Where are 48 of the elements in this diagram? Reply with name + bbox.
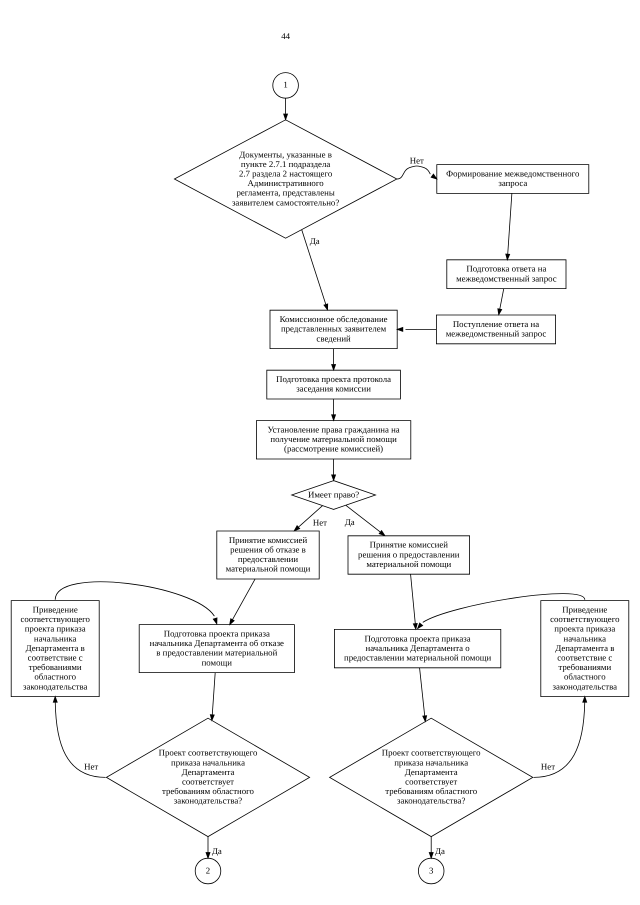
arrow: [54, 581, 218, 624]
arrow: [283, 97, 288, 120]
arrow: [331, 458, 336, 482]
arrow: [331, 348, 336, 371]
arrow: [505, 192, 512, 260]
label: 44: [281, 30, 290, 40]
node-diamond: Имеет право?: [290, 480, 377, 510]
node-diamond: Проект соответствующего приказа начальника Департамента соответствует требованиям областного законодательства?: [106, 717, 310, 837]
arrow: [533, 694, 588, 778]
node-box: Принятие комиссией решения об отказе в предоставлении материальной помощи: [216, 530, 320, 579]
arrow: [210, 672, 216, 722]
arrow: [293, 504, 323, 532]
edge-label: Да: [435, 846, 445, 856]
edge-label: Нет: [410, 155, 424, 166]
arrow: [229, 578, 256, 626]
node-circle: 2: [194, 857, 222, 884]
arrow: [410, 574, 418, 630]
node-box: Подготовка ответа на межведомственный запрос: [446, 258, 566, 288]
arrow: [419, 667, 428, 722]
node-box: Приведение соответствующего проекта приказа начальника Департамента в соответствие с требованиями областного законодательства: [540, 600, 630, 696]
arrow: [301, 228, 328, 310]
edge-label: Да: [344, 516, 355, 526]
edge-label: Нет: [540, 761, 556, 772]
edge-label: Нет: [312, 516, 327, 527]
node-box: Принятие комиссией решения о предоставлении материальной помощи: [348, 534, 470, 574]
arrow: [396, 326, 437, 332]
arrow: [416, 592, 586, 630]
node-box: Приведение соответствующего проекта приказа начальника Департамента в соответствие с требованиями областного законодательства: [10, 600, 100, 696]
node-diamond: Проект соответствующего приказа начальника Департамента соответствует требованиям областного законодательства?: [328, 717, 534, 837]
arrow: [497, 288, 504, 316]
node-box: Подготовка проекта приказа начальника Департамента о предоставлении материальной помощи: [334, 628, 502, 668]
arrow: [205, 836, 211, 859]
node-circle: 3: [418, 857, 444, 884]
node-box: Подготовка проекта приказа начальника Департамента об отказе в предоставлении материальной помощи: [138, 624, 295, 672]
node-box: Комиссионное обследование представленных заявителем сведений: [270, 309, 398, 348]
arrow: [52, 694, 106, 778]
node-box: Формирование межведомственного запроса: [436, 164, 590, 194]
arrow: [428, 836, 434, 859]
node-box: Подготовка проекта протокола заседания комиссии: [266, 369, 401, 399]
arrow: [346, 504, 386, 536]
edge-label: Нет: [84, 760, 98, 771]
node-box: Установление права гражданина на получение материальной помощи (рассмотрение комиссией): [256, 420, 412, 459]
arrow: [331, 398, 336, 422]
node-circle: 1: [272, 72, 299, 98]
edge-label: Да: [212, 846, 222, 856]
arrow: [396, 165, 438, 180]
node-box: Поступление ответа на межведомственный запрос: [436, 314, 556, 344]
node-diamond: Документы, указанные в пункте 2.7.1 подраздела 2.7 раздела 2 настоящего Административного регламента, представлены заявителем самостоятельно?: [174, 118, 398, 238]
